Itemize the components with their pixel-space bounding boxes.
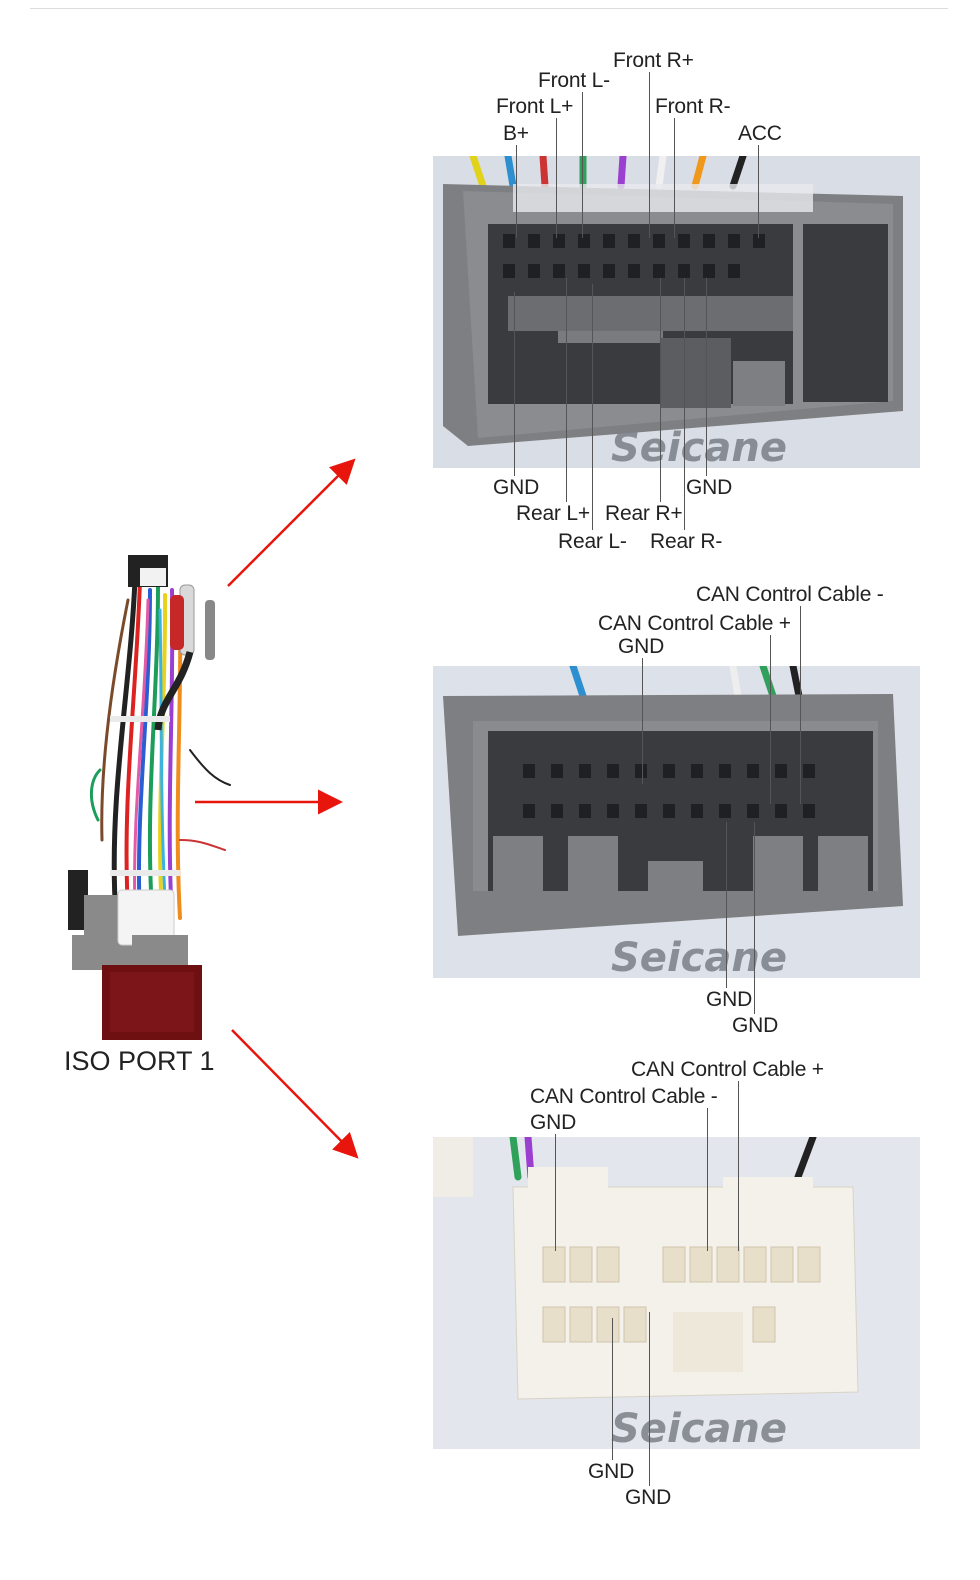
label-can-plus-white: CAN Control Cable + bbox=[631, 1058, 824, 1081]
leader-gnd-top bbox=[642, 658, 643, 784]
leader-b-plus bbox=[516, 145, 517, 238]
leader-front-r-minus bbox=[674, 118, 675, 238]
label-acc: ACC bbox=[738, 122, 782, 145]
label-rear-l-plus: Rear L+ bbox=[516, 502, 590, 525]
label-front-l-minus: Front L- bbox=[538, 69, 610, 92]
label-b-plus: B+ bbox=[503, 122, 529, 145]
leader-rear-l-plus bbox=[566, 278, 567, 502]
label-front-r-minus: Front R- bbox=[655, 95, 731, 118]
top-divider bbox=[30, 8, 948, 9]
wiring-harness-image bbox=[68, 555, 231, 1040]
label-gnd-top: GND bbox=[618, 635, 665, 658]
label-front-r-plus: Front R+ bbox=[613, 49, 694, 72]
leader-acc bbox=[758, 145, 759, 238]
leader-front-l-minus bbox=[582, 92, 583, 238]
leader-rear-r-minus bbox=[684, 278, 685, 530]
leader-can-minus-white bbox=[707, 1108, 708, 1251]
leader-rear-r-plus bbox=[660, 278, 661, 502]
label-gnd-bottom-white-2: GND bbox=[625, 1486, 672, 1509]
leader-can-minus bbox=[800, 606, 801, 804]
leader-can-plus-white bbox=[738, 1081, 739, 1251]
white-connector-photo: Seicane bbox=[433, 1137, 920, 1449]
gray-connector-photo: Seicane bbox=[433, 156, 920, 468]
label-gnd-bottom-2: GND bbox=[732, 1014, 779, 1037]
leader-gnd-bottom-white-2 bbox=[649, 1312, 650, 1486]
label-gnd-left: GND bbox=[493, 476, 540, 499]
leader-gnd-bottom-white-1 bbox=[612, 1318, 613, 1460]
label-gnd-bottom-white-1: GND bbox=[588, 1460, 635, 1483]
can-connector-photo: Seicane bbox=[433, 666, 920, 978]
label-front-l-plus: Front L+ bbox=[496, 95, 574, 118]
seicane-watermark: Seicane bbox=[611, 425, 787, 468]
label-gnd-bottom-1: GND bbox=[706, 988, 753, 1011]
label-rear-l-minus: Rear L- bbox=[558, 530, 627, 553]
leader-gnd-bottom-1 bbox=[726, 822, 727, 988]
iso-port-label: ISO PORT 1 bbox=[64, 1046, 215, 1076]
seicane-watermark: Seicane bbox=[611, 1406, 787, 1449]
label-can-minus-white: CAN Control Cable - bbox=[530, 1085, 718, 1108]
label-can-minus: CAN Control Cable - bbox=[696, 583, 884, 606]
label-gnd-top-white: GND bbox=[530, 1111, 577, 1134]
label-rear-r-plus: Rear R+ bbox=[605, 502, 683, 525]
label-can-plus: CAN Control Cable + bbox=[598, 612, 791, 635]
leader-front-r-plus bbox=[649, 72, 650, 238]
seicane-watermark: Seicane bbox=[611, 935, 787, 978]
label-gnd-right: GND bbox=[686, 476, 733, 499]
leader-rear-l-minus bbox=[592, 284, 593, 530]
label-rear-r-minus: Rear R- bbox=[650, 530, 723, 553]
leader-gnd-left bbox=[514, 292, 515, 476]
leader-gnd-right bbox=[706, 278, 707, 476]
leader-can-plus bbox=[770, 635, 771, 804]
leader-front-l-plus bbox=[556, 118, 557, 238]
leader-gnd-bottom-2 bbox=[754, 822, 755, 1014]
leader-gnd-top-white bbox=[555, 1134, 556, 1251]
